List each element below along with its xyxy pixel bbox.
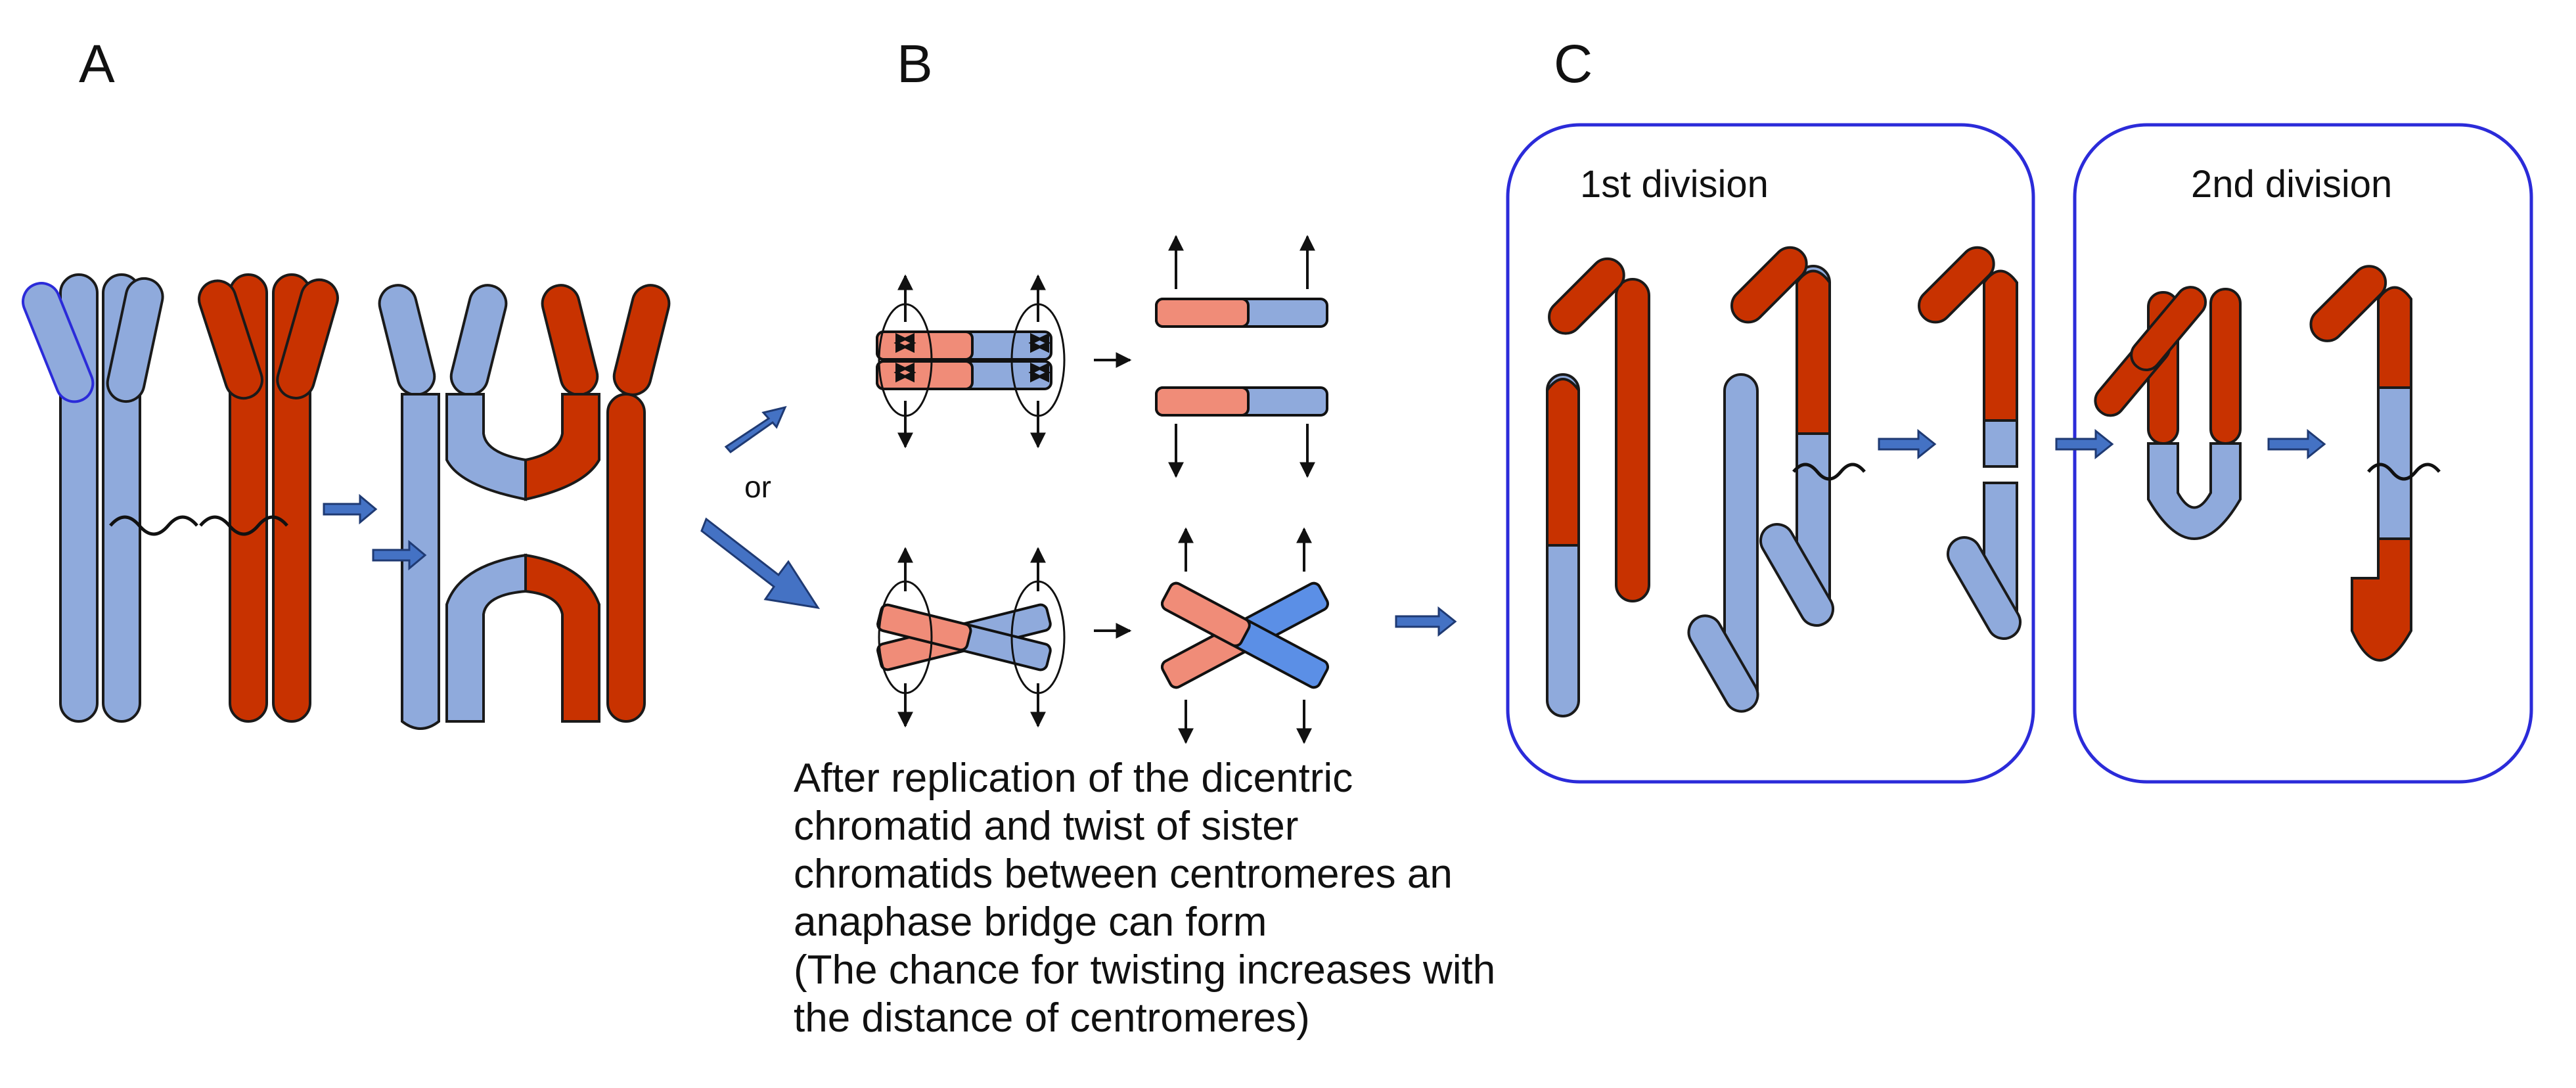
caption-line: chromatid and twist of sister [794,804,1298,849]
dicentric-chromatids-twisted [876,547,1066,728]
or-label: or [744,470,771,504]
arrow-icon [1878,428,2326,460]
chromatid-bridge-final [2309,265,2412,662]
panel-c: 1st division 2nd division [1506,123,2533,784]
red-chromosome-left [198,273,339,723]
chromatid-bridged [1730,246,1834,627]
arrow-down-large-icon [700,517,821,610]
first-division-box [1506,123,2035,784]
dicentric-chromatids-untwisted [876,274,1066,449]
first-division-title: 1st division [1580,163,1769,206]
panel-label-a: A [79,34,115,94]
break-mark-icon [109,515,198,536]
blue-chromosome-left [22,273,164,723]
second-division-box [2073,123,2533,784]
chromatid-broken [1918,246,2022,640]
translocated-chromosomes [378,284,671,730]
chromatid-blue-hook [1687,373,1759,713]
chromatid-red-blue [1546,373,1580,717]
separated-chromatids [1155,235,1328,478]
caption: After replication of the dicentric chrom… [794,756,1495,1041]
caption-line: the distance of centromeres) [794,995,1310,1041]
panel-label-c: C [1554,34,1593,94]
anaphase-bridge [1160,527,1330,744]
chromatid-red-hook [1548,257,1650,602]
panel-b: or [700,235,1495,1041]
arrow-icon [323,493,427,571]
arrow-icon [1395,606,1457,637]
caption-line: anaphase bridge can form [794,899,1267,945]
break-mark-icon [2367,463,2441,481]
second-division-title: 2nd division [2191,163,2392,206]
panel-label-b: B [897,34,933,94]
caption-line: After replication of the dicentric [794,756,1353,801]
break-mark-icon [199,515,288,536]
caption-line: chromatids between centromeres an [794,851,1453,897]
chromatid-loop [2094,286,2242,540]
panel-a [22,273,671,730]
arrow-up-icon [724,405,787,454]
break-mark-icon [1792,463,1866,481]
caption-line: (The chance for twisting increases with [794,947,1495,993]
